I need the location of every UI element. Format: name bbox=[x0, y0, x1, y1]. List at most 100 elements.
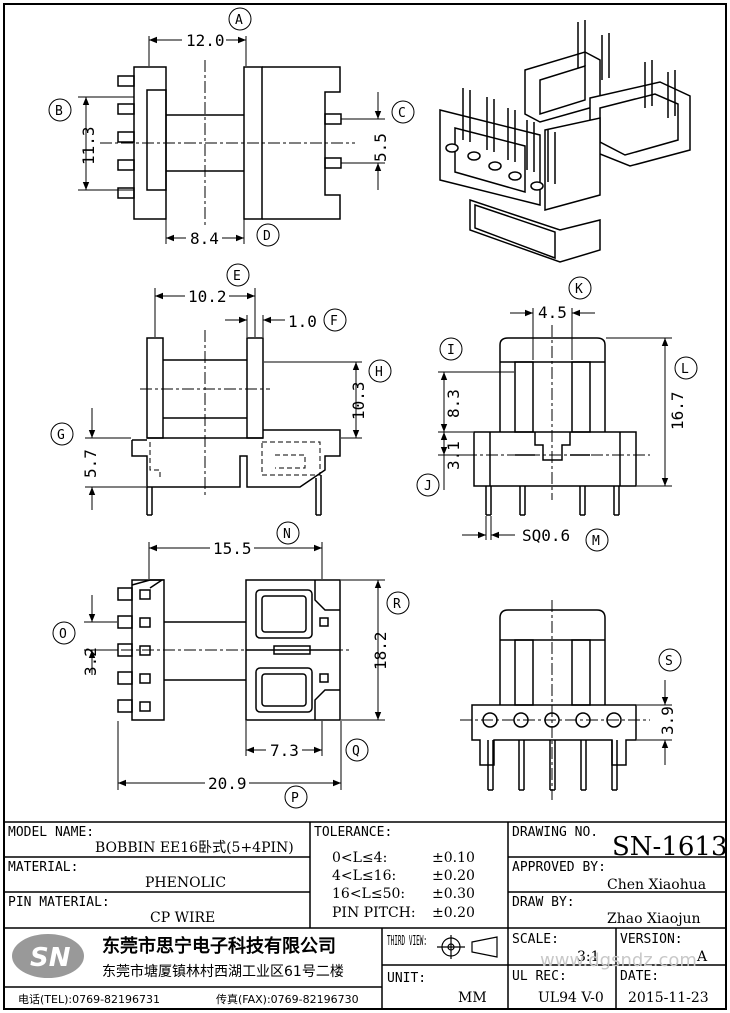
centerlines-side bbox=[140, 330, 270, 495]
pin-material-label: PIN MATERIAL: bbox=[8, 895, 110, 910]
dim-c: 5.5 C bbox=[341, 92, 415, 190]
dim-p-letter: P bbox=[291, 791, 299, 806]
dim-q: 7.3 Q bbox=[245, 721, 369, 762]
dim-m-letter: M bbox=[592, 534, 600, 549]
third-view-label: THIRD VIEW: bbox=[387, 934, 427, 949]
dim-b-letter: B bbox=[55, 104, 63, 119]
company-address: 东莞市塘厦镇林村西湖工业区61号二楼 bbox=[102, 963, 344, 980]
dim-h: 10.3 H bbox=[264, 359, 392, 439]
dim-d-value: 8.4 bbox=[190, 229, 219, 248]
dim-r-value: 18.2 bbox=[371, 631, 390, 670]
dim-s-value: 3.9 bbox=[658, 706, 677, 735]
dim-d-letter: D bbox=[263, 229, 271, 244]
ul-rec-label: UL REC: bbox=[512, 969, 567, 984]
dim-k-letter: K bbox=[575, 282, 583, 297]
dim-a: 12.0 A bbox=[148, 7, 252, 66]
date-label: DATE: bbox=[620, 969, 659, 984]
centerlines-front bbox=[100, 60, 355, 226]
company-tel: 电话(TEL):0769-82196731 bbox=[18, 993, 160, 1006]
dim-j: 3.1 J bbox=[416, 432, 473, 497]
dim-i: 8.3 I bbox=[438, 337, 514, 433]
dim-l: 16.7 L bbox=[606, 337, 698, 487]
dim-s-letter: S bbox=[665, 654, 673, 669]
unit-value: MM bbox=[458, 990, 487, 1006]
dim-n-value: 15.5 bbox=[213, 539, 252, 558]
dim-q-letter: Q bbox=[352, 744, 360, 759]
tolerance-value-2: ±0.20 bbox=[432, 868, 475, 884]
dim-c-letter: C bbox=[398, 106, 406, 121]
tolerance-range-2: 4<L≤16: bbox=[332, 868, 396, 884]
watermark: www.dgsndz.com bbox=[540, 950, 697, 971]
pin-material-value: CP WIRE bbox=[150, 910, 215, 926]
ul-rec-value: UL94 V-0 bbox=[538, 990, 604, 1006]
centerlines-end bbox=[465, 325, 650, 500]
dim-i-value: 8.3 bbox=[444, 389, 463, 418]
drawing-no-value: SN-1613 bbox=[612, 832, 728, 862]
dim-m: SQ0.6 M bbox=[462, 516, 609, 552]
dim-h-value: 10.3 bbox=[349, 381, 368, 420]
view-isometric bbox=[439, 20, 691, 263]
dim-e-letter: E bbox=[233, 269, 241, 284]
centerlines-end-pins bbox=[460, 600, 650, 800]
scale-label: SCALE: bbox=[512, 932, 559, 947]
dim-s: 3.9 S bbox=[637, 648, 682, 765]
dim-l-letter: L bbox=[681, 362, 689, 377]
svg-text:SN: SN bbox=[30, 943, 71, 973]
date-value: 2015-11-23 bbox=[628, 990, 709, 1006]
view-end-pins bbox=[471, 609, 637, 791]
unit-label: UNIT: bbox=[387, 971, 426, 986]
dim-l-value: 16.7 bbox=[668, 391, 687, 430]
dim-f-value: 1.0 bbox=[288, 312, 317, 331]
dim-p: 20.9 P bbox=[117, 721, 342, 809]
dim-e: 10.2 E bbox=[154, 263, 256, 337]
dim-e-value: 10.2 bbox=[188, 287, 227, 306]
dim-f: 1.0 F bbox=[225, 308, 347, 337]
dim-k-value: 4.5 bbox=[538, 303, 567, 322]
dim-n: 15.5 N bbox=[148, 521, 323, 579]
third-angle-symbol bbox=[437, 935, 498, 959]
model-name-label: MODEL NAME: bbox=[8, 825, 94, 840]
company-fax: 传真(FAX):0769-82196730 bbox=[216, 992, 359, 1006]
dim-o: 3.2 O bbox=[52, 595, 117, 676]
tolerance-value-3: ±0.30 bbox=[432, 886, 475, 902]
version-value: A bbox=[696, 949, 708, 965]
tolerance-value-1: ±0.10 bbox=[432, 850, 475, 866]
dim-k: 4.5 K bbox=[510, 276, 595, 360]
dim-c-value: 5.5 bbox=[371, 133, 390, 162]
dim-q-value: 7.3 bbox=[270, 741, 299, 760]
dim-f-letter: F bbox=[330, 314, 338, 329]
company-name: 东莞市思宁电子科技有限公司 bbox=[102, 935, 336, 957]
tolerance-label: TOLERANCE: bbox=[314, 825, 392, 840]
draw-by-label: DRAW BY: bbox=[512, 895, 575, 910]
company-logo: SN bbox=[12, 934, 84, 978]
dim-a-value: 12.0 bbox=[186, 31, 225, 50]
dim-j-value: 3.1 bbox=[444, 441, 463, 470]
hidden-lines-side bbox=[149, 441, 321, 480]
dim-d: 8.4 D bbox=[165, 219, 280, 248]
view-end bbox=[473, 337, 637, 516]
dim-n-letter: N bbox=[283, 527, 291, 542]
dim-a-letter: A bbox=[235, 13, 243, 28]
drawing-border bbox=[3, 3, 727, 1010]
dim-h-letter: H bbox=[375, 365, 383, 380]
approved-by-value: Chen Xiaohua bbox=[607, 877, 706, 893]
dim-g: 5.7 G bbox=[50, 408, 146, 510]
dim-b: 11.3 B bbox=[48, 96, 134, 191]
dim-m-value: SQ0.6 bbox=[522, 526, 570, 545]
material-value: PHENOLIC bbox=[145, 875, 226, 891]
dim-i-letter: I bbox=[447, 343, 455, 358]
approved-by-label: APPROVED BY: bbox=[512, 860, 606, 875]
drawing-no-label: DRAWING NO. bbox=[512, 825, 598, 840]
view-bottom bbox=[117, 579, 341, 721]
tolerance-range-3: 16<L≤50: bbox=[332, 886, 405, 902]
tolerance-range-4: PIN PITCH: bbox=[332, 905, 416, 921]
draw-by-value: Zhao Xiaojun bbox=[607, 911, 701, 927]
model-name-value: BOBBIN EE16卧式(5+4PIN) bbox=[95, 840, 294, 856]
view-side bbox=[131, 337, 341, 516]
dim-g-value: 5.7 bbox=[81, 449, 100, 478]
dim-p-value: 20.9 bbox=[208, 774, 247, 793]
tolerance-range-1: 0<L≤4: bbox=[332, 850, 387, 866]
dim-o-value: 3.2 bbox=[81, 647, 100, 676]
scale-value: 3:1 bbox=[577, 949, 600, 965]
